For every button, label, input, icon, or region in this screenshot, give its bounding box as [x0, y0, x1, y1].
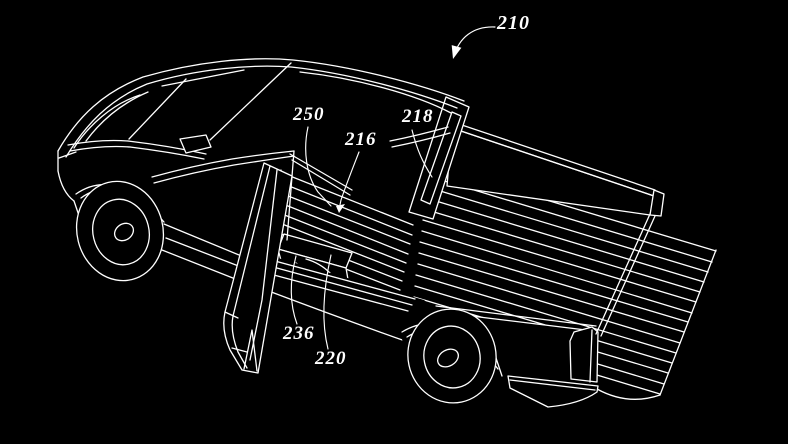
bed-side-rail: [447, 121, 664, 216]
rear-hub: [434, 346, 461, 371]
ref-label-236: 236: [283, 323, 315, 344]
hood-crease: [74, 95, 140, 148]
tailgate-edge: [596, 214, 655, 336]
beltline: [152, 127, 450, 240]
leader-line-210: [454, 27, 495, 56]
open-door: [224, 163, 292, 373]
hood: [58, 92, 206, 248]
rail-corner-post: [650, 190, 664, 216]
leader-line-220: [324, 255, 331, 349]
front-wheel: [66, 172, 174, 290]
doorway-front-edge: [287, 151, 294, 240]
ref-label-218: 218: [402, 106, 434, 127]
arrowhead-210: [451, 45, 462, 59]
side-mirror: [180, 135, 211, 153]
door-bottom-detail: [244, 330, 257, 371]
reference-leaders: [291, 27, 495, 349]
leader-line-236: [291, 256, 297, 324]
front-hub: [111, 220, 137, 245]
bed-floor-right-edge: [660, 250, 716, 395]
ref-label-210: 210: [497, 12, 530, 34]
rear-bumper: [508, 327, 598, 407]
rear-pillar: [409, 97, 469, 219]
arrowhead-216: [336, 204, 345, 213]
ref-label-250: 250: [293, 104, 325, 125]
hood-crease: [86, 92, 148, 141]
ref-label-220: 220: [315, 348, 347, 369]
leader-line-218: [412, 130, 432, 177]
windshield: [129, 63, 291, 140]
roof-seam: [162, 70, 244, 86]
leader-line-250: [306, 127, 331, 206]
bed-floor-bottom-edge: [597, 389, 660, 399]
rear-wheel: [399, 301, 505, 411]
headlight-line: [59, 152, 76, 158]
front-bumper: [58, 171, 74, 201]
cab-roof: [58, 59, 464, 157]
leader-line-216: [339, 152, 359, 210]
taillight-bar: [570, 327, 598, 382]
ref-label-216: 216: [345, 129, 377, 150]
